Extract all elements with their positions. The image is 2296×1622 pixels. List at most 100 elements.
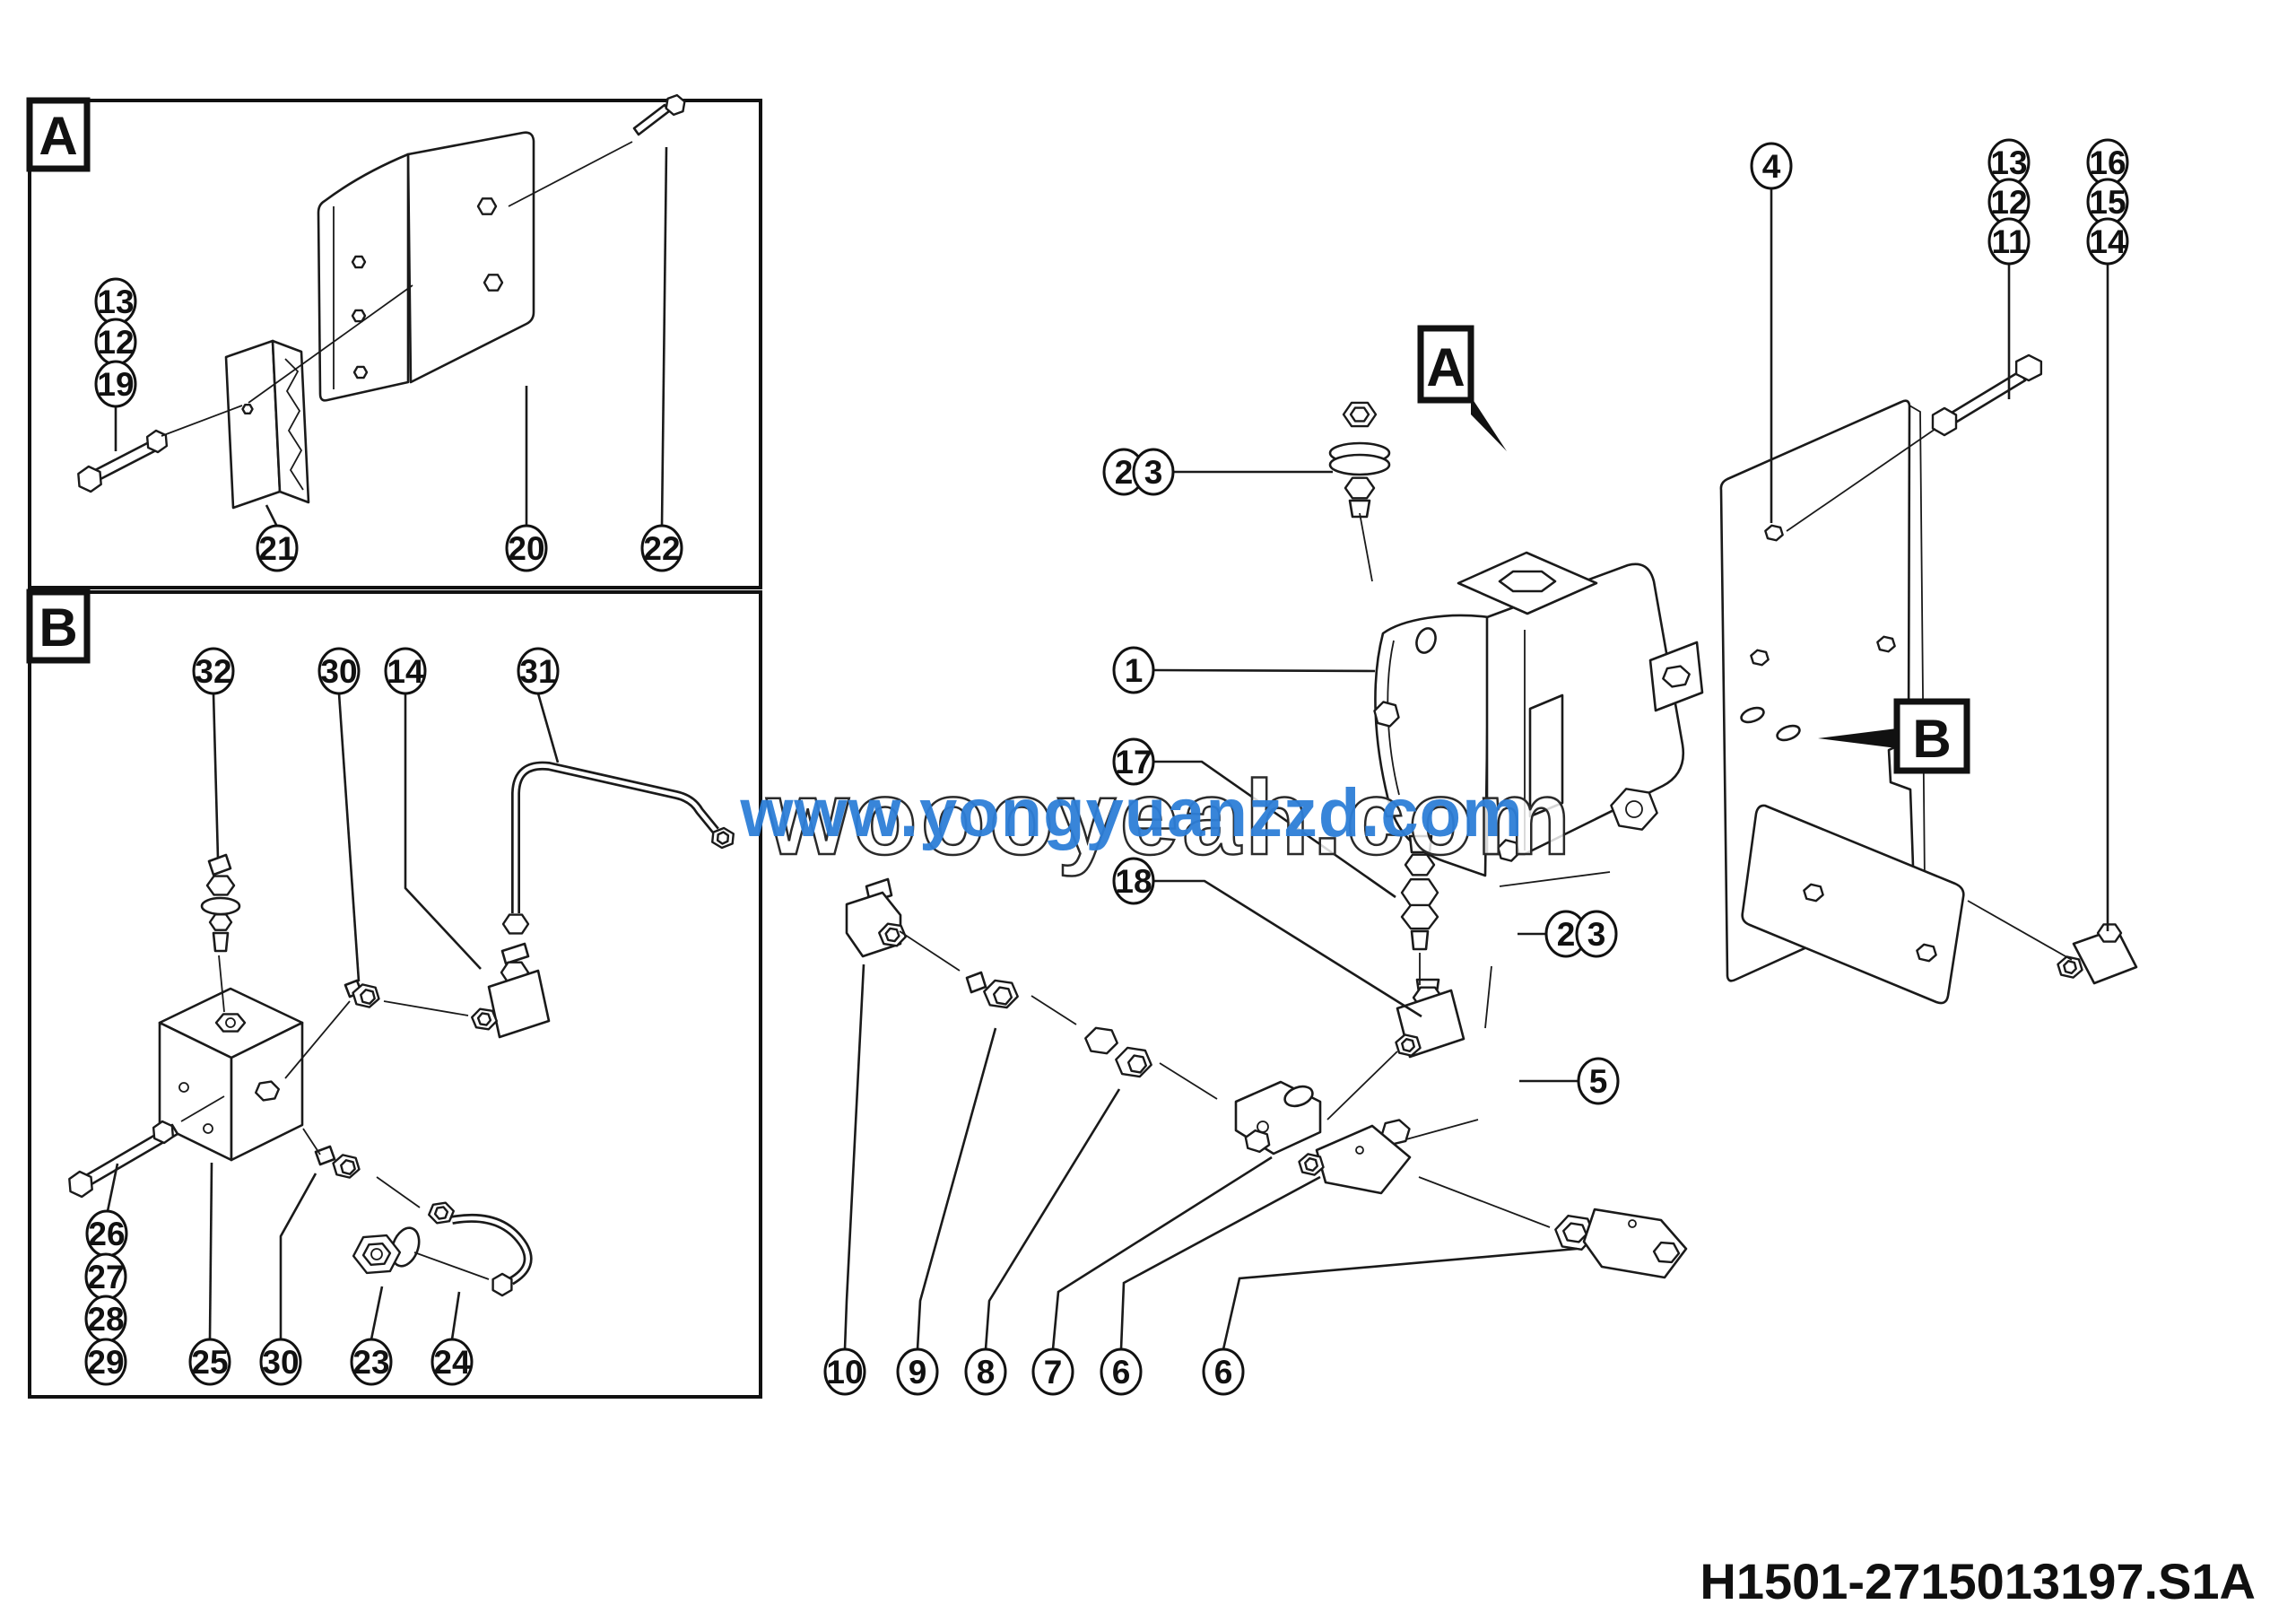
callout-number-21: 21 — [258, 530, 295, 567]
view-marker-a-arrow-icon — [1471, 397, 1507, 451]
callout-circle-3 — [1132, 448, 1175, 496]
callout-number-30: 30 — [320, 653, 357, 690]
alignment-line — [376, 1176, 421, 1208]
fitting-30-upper — [344, 979, 384, 1011]
leader-line-30 — [337, 693, 361, 982]
elbow-18 — [1391, 978, 1465, 1059]
callout-12: 12 — [94, 318, 137, 366]
callout-number-2: 2 — [1557, 916, 1576, 953]
callout-circle-5 — [1577, 1057, 1620, 1105]
callout-number-11: 11 — [1991, 223, 2026, 260]
alignment-line — [413, 1251, 490, 1280]
alignment-line — [1031, 995, 1077, 1025]
callout-22: 22 — [640, 524, 683, 572]
callout-circle-14 — [384, 647, 427, 695]
leader-line-31 — [536, 693, 560, 763]
callout-7: 7 — [1031, 1347, 1074, 1396]
view-marker-b: B — [1818, 698, 1970, 774]
alignment-line — [1484, 965, 1492, 1029]
leader-line-7 — [1051, 1155, 1273, 1350]
callout-number-14: 14 — [387, 653, 424, 690]
callout-number-28: 28 — [87, 1301, 124, 1338]
fitting-2-3-upper — [1328, 403, 1391, 519]
callout-number-22: 22 — [643, 530, 680, 567]
callout-circle-3 — [1575, 910, 1618, 958]
cap-nut-23 — [352, 1226, 421, 1274]
clamp-block-21 — [224, 339, 310, 510]
callout-circle-11 — [1987, 217, 2031, 266]
alignment-line — [161, 405, 243, 437]
alignment-line — [180, 1095, 225, 1122]
callout-number-17: 17 — [1115, 744, 1152, 780]
leader-line-1 — [1153, 668, 1376, 673]
view-marker-b-label: B — [1912, 709, 1951, 769]
callout-29: 29 — [84, 1338, 127, 1386]
callout-9: 9 — [896, 1347, 939, 1396]
alignment-lines — [161, 141, 2073, 1280]
hose-24 — [425, 1199, 533, 1300]
callout-14: 14 — [384, 647, 427, 695]
callout-circle-4 — [1750, 142, 1793, 190]
leader-line-14 — [404, 693, 482, 970]
tee-7 — [1234, 1080, 1322, 1155]
leader-line-30 — [279, 1173, 317, 1339]
callout-circle-30 — [317, 647, 361, 695]
lower-tab-plate — [1741, 804, 1965, 1005]
callout-4: 4 — [1750, 142, 1793, 190]
callout-28: 28 — [84, 1295, 127, 1343]
bracket-20 — [317, 131, 535, 402]
alignment-line — [1359, 512, 1373, 582]
callout-number-31: 31 — [519, 653, 556, 690]
callout-20: 20 — [505, 524, 548, 572]
callout-number-14: 14 — [2089, 223, 2126, 260]
pipe-31 — [501, 761, 740, 936]
callout-6: 6 — [1202, 1347, 1245, 1396]
alignment-line — [302, 1128, 321, 1155]
fitting-9 — [965, 971, 1021, 1008]
callout-25: 25 — [188, 1338, 231, 1386]
callout-number-15: 15 — [2089, 184, 2126, 221]
view-marker-a-label: A — [1426, 337, 1465, 397]
alignment-line — [1967, 900, 2073, 961]
alignment-line — [1418, 1176, 1551, 1228]
callout-32: 32 — [192, 647, 235, 695]
callout-6: 6 — [1100, 1347, 1143, 1396]
callout-31: 31 — [517, 647, 560, 695]
callout-19: 19 — [94, 360, 137, 408]
tee-6-right — [1552, 1208, 1688, 1279]
leader-line-32 — [212, 693, 220, 859]
callout-13: 13 — [94, 277, 137, 326]
callout-number-13: 13 — [1990, 144, 2027, 181]
callout-circle-6 — [1100, 1347, 1143, 1396]
callout-circle-17 — [1112, 737, 1155, 786]
callout-3: 3 — [1132, 448, 1175, 496]
alignment-line — [1405, 1119, 1479, 1140]
view-marker-a: A — [1417, 325, 1507, 451]
callout-circle-8 — [964, 1347, 1007, 1396]
alignment-line — [248, 284, 413, 404]
screw-22 — [632, 92, 689, 136]
callout-number-18: 18 — [1115, 863, 1152, 900]
elbow-right-14 — [2053, 922, 2138, 985]
callout-27: 27 — [84, 1252, 127, 1301]
alignment-line — [899, 930, 961, 972]
callout-circle-10 — [823, 1347, 866, 1396]
callout-circle-9 — [896, 1347, 939, 1396]
elbow-10 — [845, 877, 909, 958]
bolt-26 — [63, 1118, 179, 1201]
callout-circle-23 — [350, 1338, 393, 1386]
callout-circle-21 — [256, 524, 299, 572]
callout-circle-30 — [259, 1338, 302, 1386]
callout-number-2: 2 — [1115, 454, 1134, 491]
alignment-line — [218, 955, 225, 1013]
callout-circle-20 — [505, 524, 548, 572]
callout-number-5: 5 — [1589, 1063, 1608, 1100]
callout-circle-6 — [1202, 1347, 1245, 1396]
callout-number-12: 12 — [1990, 184, 2027, 221]
callout-23: 23 — [350, 1338, 393, 1386]
callout-circle-22 — [640, 524, 683, 572]
callout-24: 24 — [430, 1338, 474, 1386]
